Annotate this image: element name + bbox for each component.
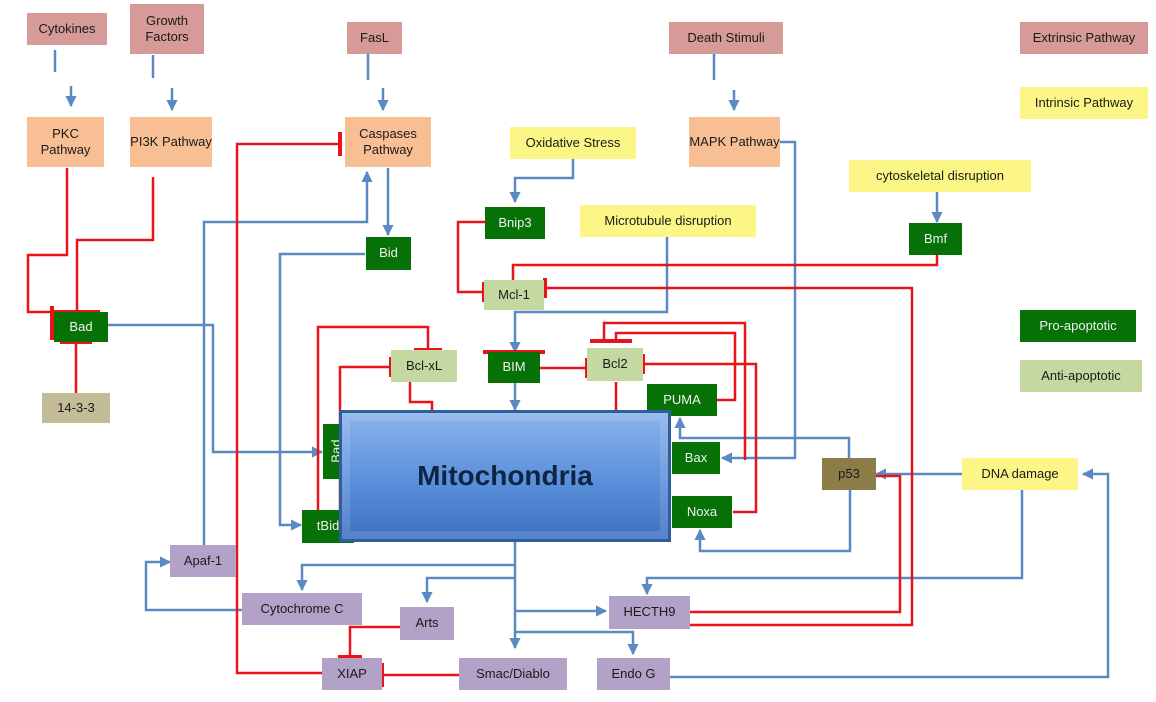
node-caspases-pathway: Caspases Pathway (345, 117, 431, 167)
node-microtubule-disruption: Microtubule disruption (580, 205, 756, 237)
arrow-apaf1-caspases (202, 170, 373, 545)
node-cytokines: Cytokines (27, 13, 107, 45)
node-smac-diablo: Smac/Diablo (459, 658, 567, 690)
legend-extrinsic: Extrinsic Pathway (1020, 22, 1148, 54)
inhibit-noxa-bcl2 (643, 362, 758, 514)
node-hecth9: HECTH9 (609, 596, 690, 629)
arrow-microtubule-bim (509, 235, 669, 354)
arrow-mapk-bax (720, 140, 797, 464)
node-xiap: XIAP (322, 658, 382, 690)
node-bad-left: Bad (54, 312, 108, 342)
inhibit-arts-xiap (348, 625, 400, 657)
inhibit-puma-bcl2 (614, 331, 737, 402)
arrow-bid-tbid (278, 252, 365, 531)
inhibit-bmf-mcl1 (511, 255, 939, 282)
node-mapk-pathway: MAPK Pathway (689, 117, 780, 167)
node-bcl2: Bcl2 (587, 348, 643, 381)
node-death-stimuli: Death Stimuli (669, 22, 783, 54)
arrow-cytochrome-apaf1 (144, 556, 242, 612)
node-apaf1: Apaf-1 (170, 545, 236, 577)
inhibit-bclxl-mito (408, 382, 434, 416)
node-fasl: FasL (347, 22, 402, 54)
node-mitochondria: Mitochondria (339, 410, 671, 542)
activation-arrows (53, 50, 1110, 679)
arrow-mito-cytochrome (296, 563, 515, 592)
arrow-growth-pi3k (151, 55, 172, 110)
legend-anti-apoptotic: Anti-apoptotic (1020, 360, 1142, 392)
node-bid: Bid (366, 237, 411, 270)
arrow-cytokines-pkc (53, 50, 71, 106)
arrow-dna-hecth9 (641, 490, 1024, 596)
arrow-fasl-caspases (366, 53, 383, 110)
node-bmf: Bmf (909, 223, 962, 255)
node-cytochrome-c: Cytochrome C (242, 593, 362, 625)
inhibit-hecth9-mcl1 (545, 286, 914, 627)
inhibit-pi3k-bad (75, 177, 155, 312)
arrow-mito-arts (421, 576, 515, 604)
inhibit-xiap-caspases (235, 142, 340, 675)
node-bnip3: Bnip3 (485, 207, 545, 239)
node-bim: BIM (488, 352, 540, 383)
node-pi3k-pathway: PI3K Pathway (130, 117, 212, 167)
legend-intrinsic: Intrinsic Pathway (1020, 87, 1148, 119)
node-mcl1: Mcl-1 (484, 280, 544, 310)
arrow-p53-puma (674, 416, 851, 458)
arrow-endog-dna (670, 468, 1110, 679)
inhibition-lines (26, 142, 939, 677)
node-bclxl: Bcl-xL (391, 350, 457, 382)
node-14-3-3: 14-3-3 (42, 393, 110, 423)
arrow-death-mapk (712, 53, 734, 110)
node-cytoskeletal-disruption: cytoskeletal disruption (849, 160, 1031, 192)
inhibit-tbid-bclxl (316, 325, 430, 510)
node-pkc-pathway: PKC Pathway (27, 117, 104, 167)
node-bax: Bax (672, 442, 720, 474)
node-growth-factors: Growth Factors (130, 4, 204, 54)
legend-pro-apoptotic: Pro-apoptotic (1020, 310, 1136, 342)
arrow-bad-mito (108, 323, 324, 458)
arrow-mito-endog (515, 630, 639, 656)
node-noxa: Noxa (672, 496, 732, 528)
arrow-oxidative-bnip3 (509, 158, 575, 204)
node-oxidative-stress: Oxidative Stress (510, 127, 636, 159)
node-dna-damage: DNA damage (962, 458, 1078, 490)
inhibit-bax-bcl2 (602, 321, 747, 460)
node-p53: p53 (822, 458, 876, 490)
inhibit-bnip3-mcl1 (456, 220, 485, 294)
node-endo-g: Endo G (597, 658, 670, 690)
mitochondria-label: Mitochondria (417, 460, 593, 491)
node-arts: Arts (400, 607, 454, 640)
arrow-p53-noxa (694, 490, 852, 553)
inhibit-pkc-bad (26, 168, 69, 314)
inhibit-p53-hecth9 (690, 474, 902, 614)
